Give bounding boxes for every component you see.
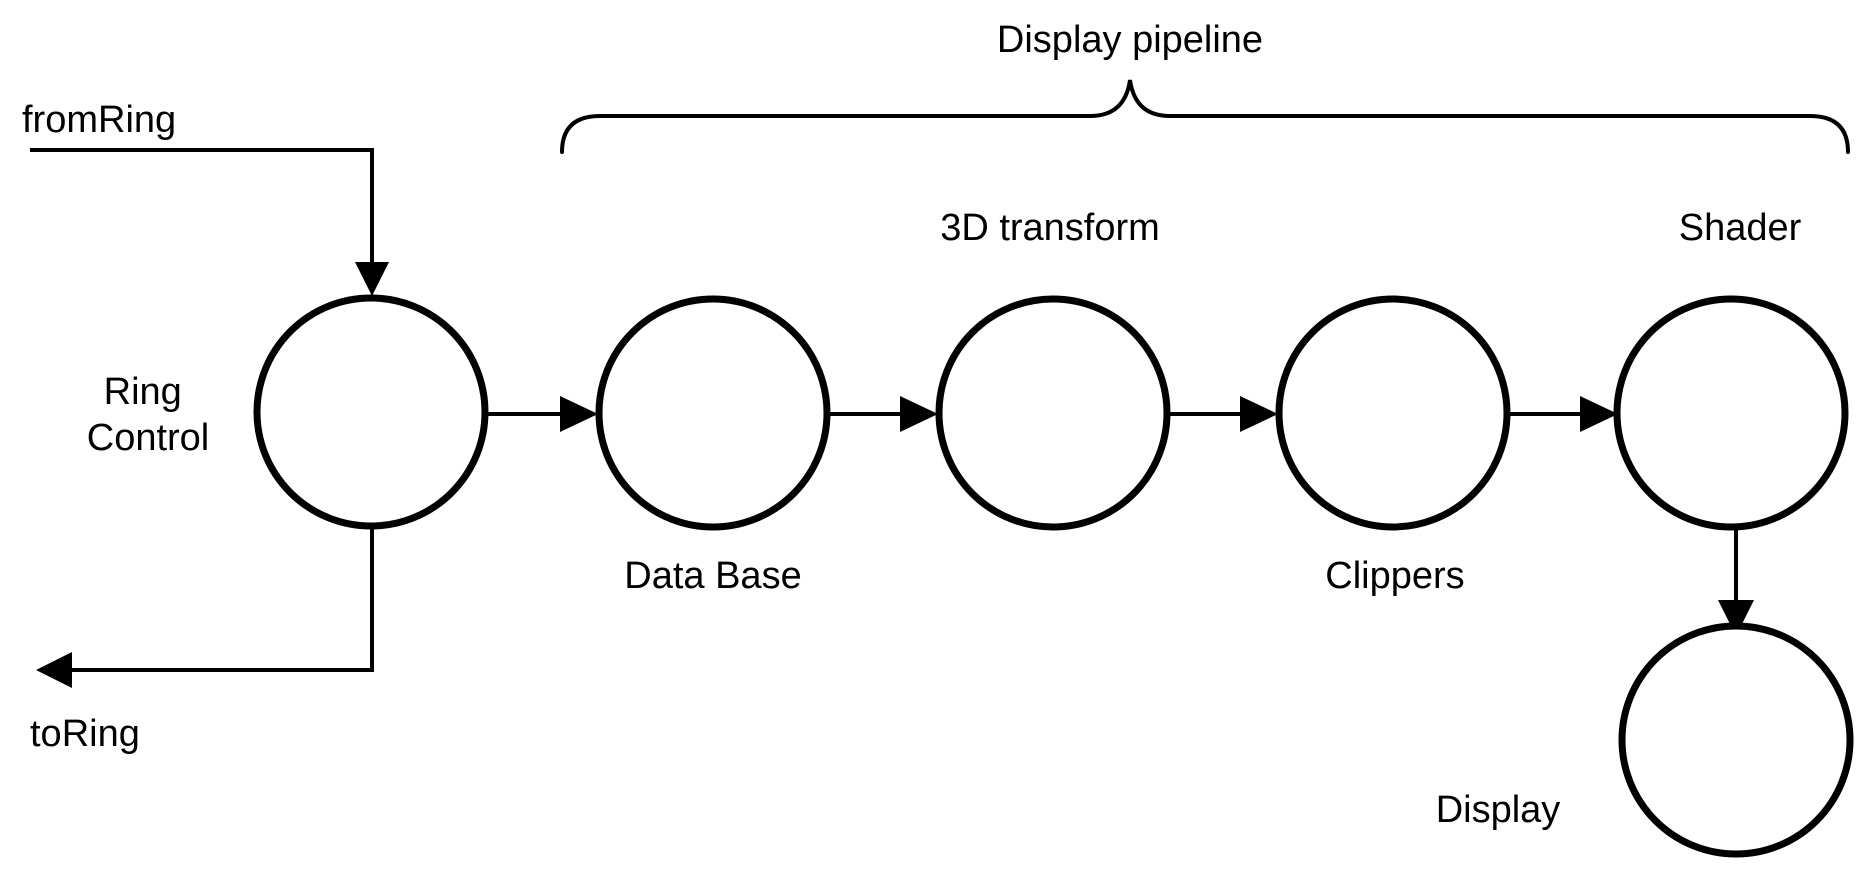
data-base-label: Data Base bbox=[624, 555, 801, 597]
display-label: Display bbox=[1436, 789, 1561, 831]
clippers-label: Clippers bbox=[1325, 555, 1464, 597]
from-ring-wire bbox=[30, 148, 374, 262]
edge-clippers-to-shader-arrowhead bbox=[1580, 396, 1618, 432]
ring-control-label-line1: Ring bbox=[104, 371, 182, 413]
transform-label: 3D transform bbox=[940, 207, 1160, 249]
edge-shader-to-display-arrowhead bbox=[1718, 600, 1754, 636]
shader-node bbox=[1613, 295, 1849, 531]
to-ring-label: toRing bbox=[30, 713, 140, 755]
display-node bbox=[1618, 622, 1854, 858]
from-ring-arrowhead bbox=[355, 262, 389, 296]
ring-control-label-line2: Control bbox=[87, 417, 210, 459]
edge-data-base-to-transform-arrowhead bbox=[900, 396, 938, 432]
data-base-node bbox=[595, 295, 831, 531]
display-pipeline-label: Display pipeline bbox=[997, 19, 1263, 61]
transform-node bbox=[935, 295, 1171, 531]
clippers-node bbox=[1275, 295, 1511, 531]
from-ring-label: fromRing bbox=[22, 99, 176, 141]
to-ring-wire bbox=[72, 526, 374, 672]
display-pipeline-brace bbox=[560, 79, 1850, 154]
ring-control-node bbox=[253, 294, 489, 530]
ring-control-label: Ring Control bbox=[87, 371, 210, 459]
edge-ring-control-to-data-base-arrowhead bbox=[560, 396, 598, 432]
to-ring-arrowhead bbox=[36, 652, 72, 688]
shader-label: Shader bbox=[1679, 207, 1802, 249]
edge-transform-to-clippers-arrowhead bbox=[1240, 396, 1278, 432]
